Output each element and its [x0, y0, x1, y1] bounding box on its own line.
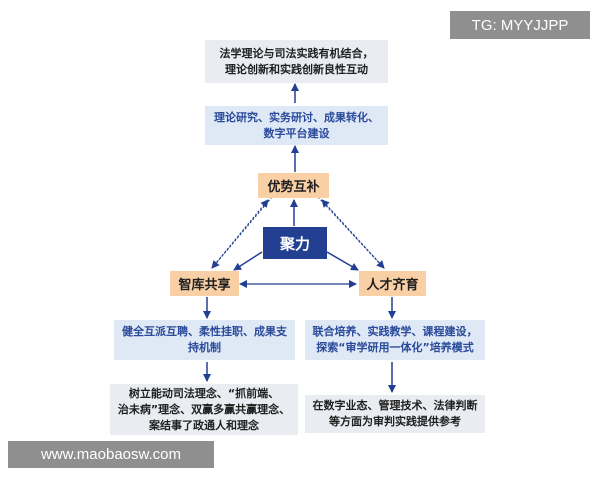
- dotted-advantage-think-tank-b: [211, 199, 269, 269]
- goal-box: 法学理论与司法实践有机结合， 理论创新和实践创新良性互动: [205, 40, 388, 83]
- talent-mech-box: 联合培养、实践教学、课程建设， 探索“审学研用一体化”培养模式: [305, 320, 485, 360]
- talent-mech-line-1: 联合培养、实践教学、课程建设，: [312, 325, 478, 338]
- talent-result-line-1: 在数字业态、管理技术、法律判断: [312, 399, 478, 412]
- top-methods-line-2: 数字平台建设: [263, 126, 330, 140]
- goal-line-1: 法学理论与司法实践有机结合，: [219, 46, 374, 60]
- think-tank-mech-box: 健全互派互聘、柔性挂职、成果支 持机制: [114, 320, 295, 360]
- think-tank-result-line-3: 案结事了政通人和理念: [149, 418, 259, 432]
- arrow-center-to-talent: [326, 251, 359, 271]
- top-methods-line-1: 理论研究、实务研讨、成果转化、: [214, 110, 379, 124]
- think-tank-result-line-1: 树立能动司法理念、“抓前端、: [128, 386, 280, 400]
- talent-mech-line-2: 探索“审学研用一体化”培养模式: [316, 341, 474, 354]
- think-tank-mech-line-2: 持机制: [188, 341, 221, 354]
- watermark-top: TG: MYYJJPP: [450, 11, 590, 39]
- think-tank-mech-line-1: 健全互派互聘、柔性挂职、成果支: [122, 325, 287, 338]
- arrow-center-to-think-tank: [233, 251, 263, 271]
- top-methods-box: 理论研究、实务研讨、成果转化、 数字平台建设: [205, 106, 388, 145]
- goal-line-2: 理论创新和实践创新良性互动: [225, 62, 368, 76]
- talent-result-box: 在数字业态、管理技术、法律判断 等方面为审判实践提供参考: [305, 395, 485, 433]
- dotted-advantage-talent-b: [321, 199, 385, 269]
- think-tank-result-line-2: 治未病”理念、双赢多赢共赢理念、: [117, 402, 291, 416]
- talent-node: 人才齐育: [359, 271, 426, 296]
- dotted-advantage-think-tank-a: [211, 196, 273, 269]
- center-node: 聚力: [263, 227, 327, 259]
- think-tank-node: 智库共享: [170, 271, 239, 296]
- talent-result-line-2: 等方面为审判实践提供参考: [329, 415, 461, 428]
- think-tank-result-box: 树立能动司法理念、“抓前端、 治未病”理念、双赢多赢共赢理念、 案结事了政通人和…: [110, 384, 298, 435]
- advantage-node: 优势互补: [258, 173, 329, 198]
- watermark-bottom: www.maobaosw.com: [8, 441, 214, 468]
